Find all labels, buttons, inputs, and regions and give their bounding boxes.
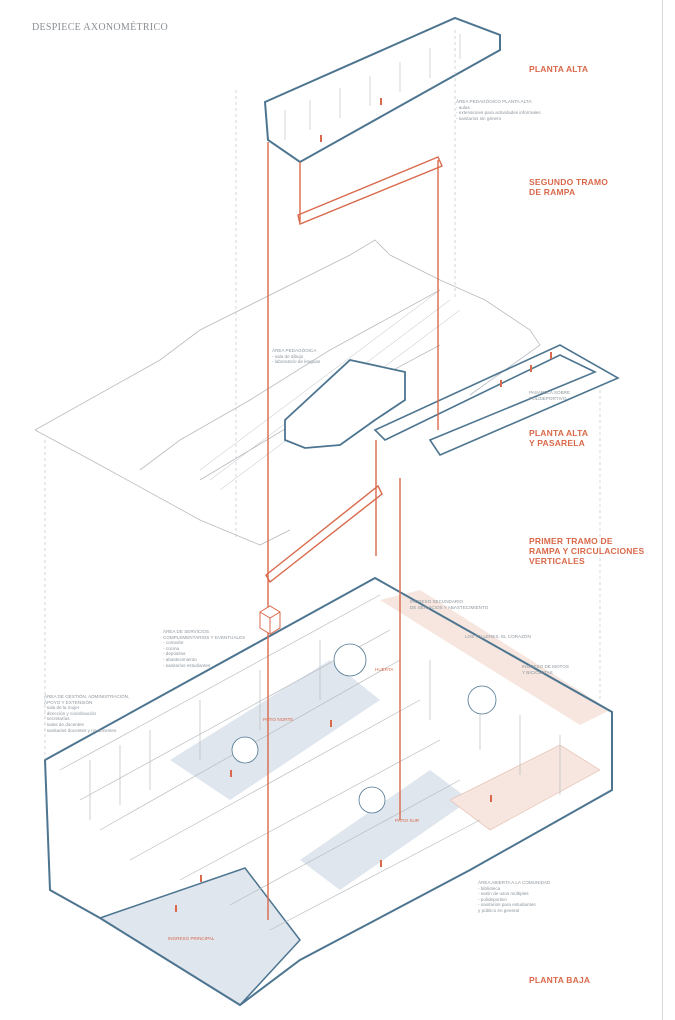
label-line: PLANTA ALTA xyxy=(529,428,589,438)
note-line: - secretarías xyxy=(44,716,70,722)
note-line: y público en general xyxy=(478,907,520,913)
tag-huerta: HUERTA xyxy=(375,667,394,672)
pedagogic-room-box xyxy=(284,359,406,449)
tag-ingreso-principal: INGRESO PRINCIPAL xyxy=(168,936,215,941)
vertical-circulation-lines xyxy=(267,142,439,920)
note-line: APOYO Y EXTENSIÓN xyxy=(44,699,93,705)
note-line: INGRESO DE MOTOS xyxy=(522,664,569,669)
note-line: - polideportivo xyxy=(478,896,507,902)
note-area-servicios: ÁREA DE SERVICIOS COMPLEMENTARIOS Y EVEN… xyxy=(163,629,245,668)
ground-floor-outline xyxy=(43,576,613,1007)
note-line: - salón de usos múltiples xyxy=(478,891,529,897)
tag-patio-norte: PATIO NORTE xyxy=(263,717,294,722)
upper-floor-partitions xyxy=(284,34,461,140)
note-ingreso-motos: INGRESO DE MOTOS Y BICICLETAS xyxy=(522,664,569,675)
note-ingreso-secundario: INGRESO SECUNDARIO DE SERVICIOS Y ABASTE… xyxy=(410,599,488,610)
patio-norte-area xyxy=(170,660,380,800)
upper-floor-block xyxy=(263,16,501,164)
second-ramp xyxy=(297,156,443,225)
stair-cube-icon xyxy=(259,605,281,635)
note-line: ÁREA PEDAGÓGICA xyxy=(272,348,317,353)
note-line: - salas de docentes xyxy=(44,721,84,727)
label-line: Y PASARELA xyxy=(529,438,586,448)
label-planta-baja: PLANTA BAJA xyxy=(529,975,591,985)
label-planta-alta: PLANTA ALTA xyxy=(529,64,589,74)
sheet-title: DESPIECE AXONOMÉTRICO xyxy=(32,22,169,33)
note-talleres: LOS TALLERES, EL CORAZÓN xyxy=(465,634,531,639)
note-line: COMPLEMENTARIOS Y EVENTUALES xyxy=(163,634,246,640)
note-line: PASARELA SOBRE xyxy=(529,390,571,395)
note-line: - sanitarios sin género xyxy=(456,115,502,121)
note-line: - depósitos xyxy=(163,651,186,657)
label-line: DE RAMPA xyxy=(529,187,576,197)
note-line: - dirección y coordinación xyxy=(44,710,97,716)
note-line: - sanitarios estudiantes xyxy=(163,662,211,668)
pasarela-bridge xyxy=(373,344,620,456)
page-edge-line xyxy=(662,0,663,1020)
note-line: - biblioteca xyxy=(478,885,501,891)
note-line: - extensiones para actividades informale… xyxy=(456,110,541,116)
note-line: INGRESO SECUNDARIO xyxy=(410,599,464,604)
label-line: VERTICALES xyxy=(529,556,585,566)
note-area-pedagogica: ÁREA PEDAGÓGICA - sala de dibujo - labor… xyxy=(272,348,320,365)
sports-court xyxy=(449,744,601,831)
note-line: POLIDEPORTIVO xyxy=(529,395,567,401)
note-area-pedagogica-alta: ÁREA PEDAGÓGICO PLANTA ALTA: - aulas - e… xyxy=(456,99,541,121)
label-segundo-tramo: SEGUNDO TRAMO DE RAMPA xyxy=(529,177,608,197)
label-line: RAMPA Y CIRCULACIONES xyxy=(529,546,645,556)
note-line: ÁREA DE SERVICIOS xyxy=(163,629,210,634)
label-primer-tramo: PRIMER TRAMO DE RAMPA Y CIRCULACIONES VE… xyxy=(529,536,644,566)
note-area-gestion: ÁREA DE GESTIÓN, ADMINISTRACIÓN, APOYO Y… xyxy=(44,694,129,733)
label-planta-alta-pasarela: PLANTA ALTA Y PASARELA xyxy=(529,428,588,448)
note-line: ÁREA DE GESTIÓN, ADMINISTRACIÓN, xyxy=(44,694,130,699)
note-line: - abastecimiento xyxy=(163,656,197,662)
trees xyxy=(231,643,497,814)
note-line: ÁREA PEDAGÓGICO PLANTA ALTA: xyxy=(456,99,533,104)
note-line: - cocina xyxy=(163,645,180,651)
note-line: - sala de la mujer xyxy=(44,705,80,711)
label-line: PRIMER TRAMO DE xyxy=(529,536,613,546)
note-line: - comedor xyxy=(163,640,184,646)
label-line: SEGUNDO TRAMO xyxy=(529,177,609,187)
note-line: - sala de dibujo xyxy=(272,353,304,359)
note-line: ÁREA ABIERTA A LA COMUNIDAD xyxy=(478,880,551,885)
note-line: DE SERVICIOS Y ABASTECIMIENTO xyxy=(410,604,489,610)
note-area-abierta: ÁREA ABIERTA A LA COMUNIDAD - biblioteca… xyxy=(478,880,550,914)
note-line: Y BICICLETAS xyxy=(522,669,553,675)
note-line: - laboratorio de lenguas xyxy=(272,359,321,365)
note-pasarela: PASARELA SOBRE POLIDEPORTIVO xyxy=(529,390,570,401)
workshops-band xyxy=(380,590,610,725)
tag-patio-sur: PATIO SUR xyxy=(395,818,420,823)
people-figures xyxy=(175,98,552,912)
note-line: - aulas xyxy=(456,104,470,110)
dashed-alignment-lines xyxy=(44,30,601,760)
ghost-plan-outline xyxy=(34,239,541,546)
first-ramp xyxy=(265,484,383,584)
note-line: - sanitarios docentes y no docentes xyxy=(44,727,117,733)
note-line: - sanitarios para estudiantes xyxy=(478,902,536,908)
patio-sur-area xyxy=(300,770,470,890)
